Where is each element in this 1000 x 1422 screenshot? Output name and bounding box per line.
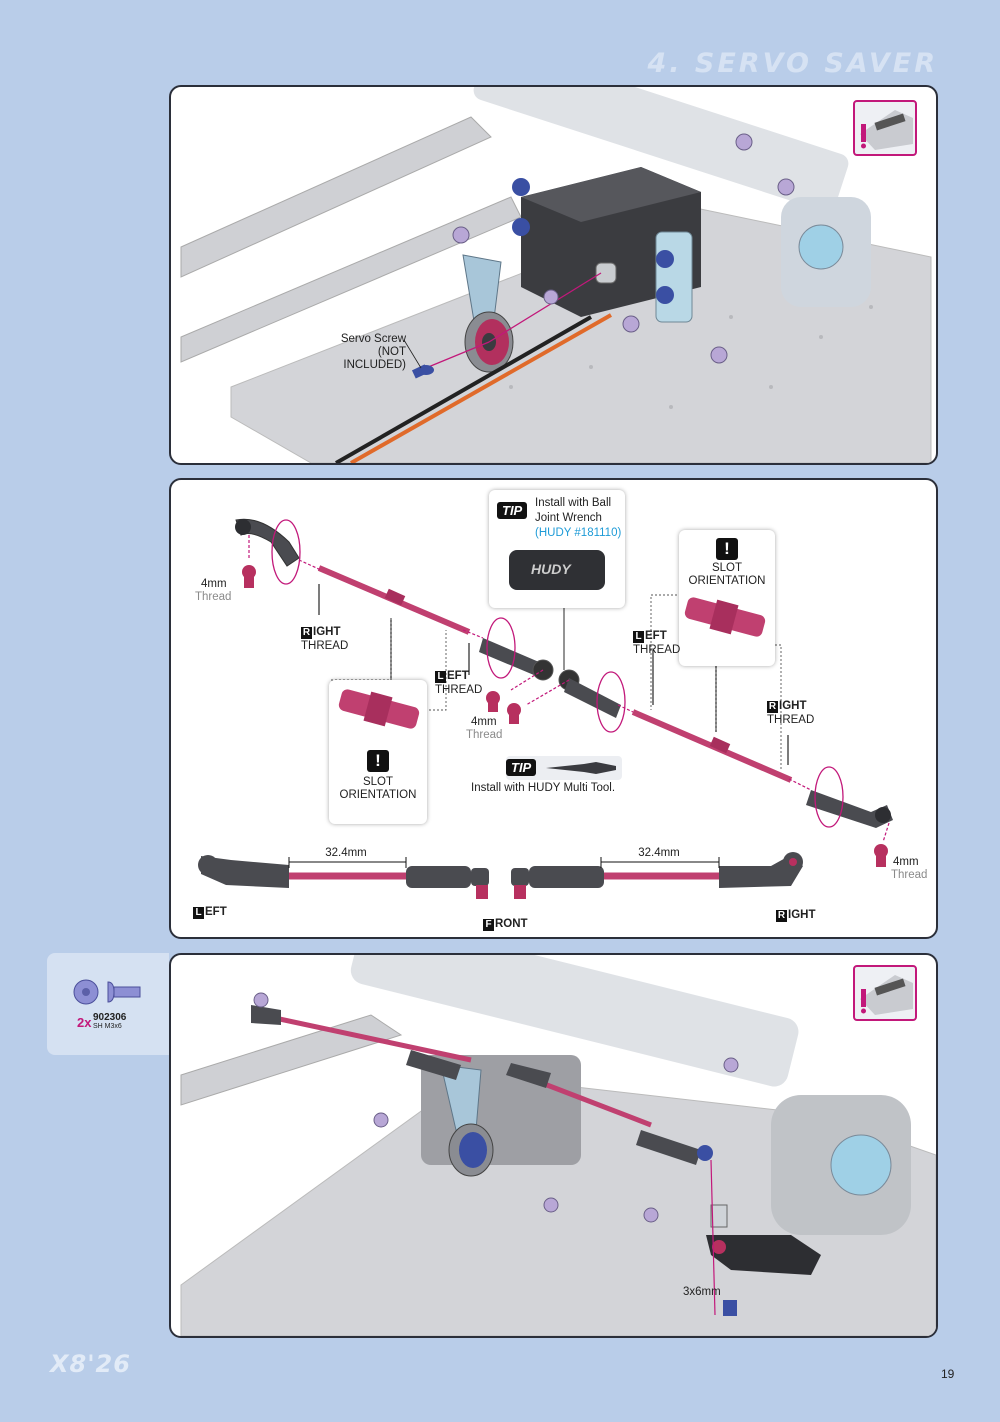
step-view-thumbnail: [853, 100, 917, 156]
ball-center-type: Thread: [466, 729, 503, 741]
car-thumbnail-icon: [860, 110, 913, 150]
link-install-illustration: [180, 955, 936, 1336]
tip-line2: Joint Wrench: [535, 512, 602, 524]
screw-part-icon: [73, 979, 141, 1005]
tip-badge: TIP: [497, 502, 528, 519]
step-steering-link-panel: TIP Install with Ball Joint Wrench (HUDY…: [169, 478, 938, 939]
slot-detail-right: [684, 597, 766, 637]
slot-line1-right: SLOT: [711, 562, 743, 574]
tip-part-number: (HUDY #181110): [535, 527, 622, 539]
ball-joint-wrench-image: HUDY: [509, 550, 605, 590]
multi-tool-icon: [546, 762, 616, 774]
slot-line2-right: ORIENTATION: [688, 575, 766, 587]
slot-detail-left: [338, 689, 420, 729]
servo-screw-label: Servo Screw: [340, 333, 406, 345]
tip-multi-tool: TIP: [506, 756, 622, 780]
parts-list-box: 2x 902306 SH M3x6: [47, 953, 169, 1055]
step-link-install-panel: 3x6mm: [169, 953, 938, 1338]
step-servo-mount-panel: Servo Screw (NOT INCLUDED): [169, 85, 938, 465]
part-description: SH M3x6: [93, 1023, 122, 1030]
ball-right-size: 4mm: [893, 856, 919, 868]
slot-orientation-callout-right: ! SLOT ORIENTATION: [679, 530, 775, 666]
step-view-thumbnail-2: [853, 965, 917, 1021]
ball-left-size: 4mm: [201, 578, 227, 590]
tip-badge-bottom: TIP: [506, 759, 537, 776]
slot-orientation-callout-left: ! SLOT ORIENTATION: [329, 680, 427, 824]
brand-logo: X8'26: [50, 1350, 131, 1378]
not-included-label: (NOT INCLUDED): [343, 346, 406, 371]
ball-center-size: 4mm: [471, 716, 497, 728]
dimension-right: 32.4mm: [638, 847, 680, 859]
slot-line2: ORIENTATION: [339, 789, 417, 801]
servo-mount-illustration: [180, 87, 932, 463]
tip-line1: Install with Ball: [535, 497, 612, 509]
tip-ball-joint-wrench: TIP Install with Ball Joint Wrench (HUDY…: [489, 490, 625, 608]
part-quantity: 2x: [77, 1015, 92, 1030]
warning-icon: !: [367, 750, 389, 772]
section-title: 4. SERVO SAVER: [647, 48, 938, 79]
slot-line1: SLOT: [362, 776, 394, 788]
page-number: 19: [941, 1367, 955, 1381]
dimension-left: 32.4mm: [325, 847, 367, 859]
ball-left-type: Thread: [195, 591, 232, 603]
steering-link-illustration: [198, 518, 893, 899]
screw-size-label: 3x6mm: [683, 1286, 721, 1298]
car-thumbnail-icon-2: [860, 975, 913, 1015]
ball-right-type: Thread: [891, 869, 928, 881]
wrench-brand: HUDY: [531, 561, 571, 577]
multi-tool-text: Install with HUDY Multi Tool.: [471, 782, 616, 794]
part-number: 902306: [93, 1012, 127, 1023]
warning-icon-right: !: [716, 538, 738, 560]
